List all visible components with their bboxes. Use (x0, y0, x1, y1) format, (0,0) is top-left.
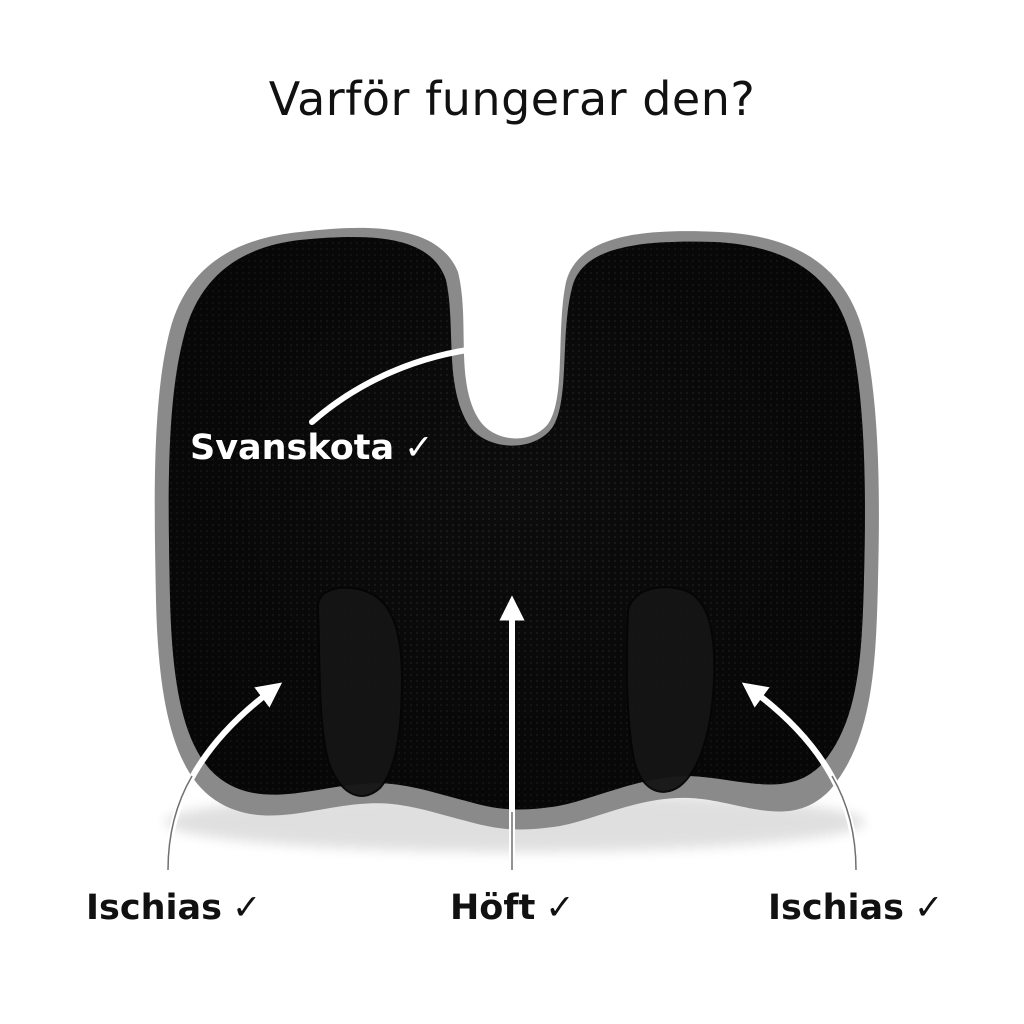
label-ischias-right-text: Ischias (768, 888, 904, 928)
check-icon: ✓ (913, 888, 944, 928)
check-icon: ✓ (231, 888, 262, 928)
arrow-svanskota-icon (309, 336, 495, 425)
label-svanskota: Svanskota✓ (190, 428, 433, 468)
label-hoft-text: Höft (450, 888, 536, 928)
arrow-outline-left (167, 775, 193, 871)
label-ischias-left: Ischias✓ (86, 888, 261, 928)
arrow-outline-right (831, 775, 857, 871)
check-icon: ✓ (404, 428, 434, 468)
label-ischias-right: Ischias✓ (768, 888, 943, 928)
right-thigh-contour (625, 586, 716, 793)
page-title: Varför fungerar den? (268, 72, 756, 126)
label-ischias-left-text: Ischias (86, 888, 222, 928)
cushion-shading (168, 236, 865, 810)
label-svanskota-text: Svanskota (190, 428, 395, 468)
left-thigh-contour (316, 586, 404, 797)
check-icon: ✓ (545, 888, 575, 928)
label-hoft: Höft✓ (450, 888, 575, 928)
